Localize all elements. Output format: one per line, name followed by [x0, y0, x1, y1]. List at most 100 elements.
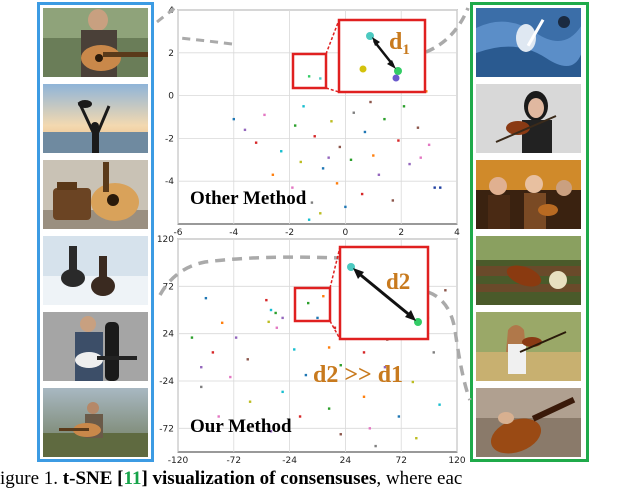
zoom-line-bot-2: [329, 320, 341, 340]
other-point-17: [372, 154, 375, 157]
our-point-40: [307, 301, 310, 305]
our-point-17: [293, 348, 296, 351]
caption-reference-link[interactable]: 11: [123, 468, 142, 489]
our-ytick-label: -72: [159, 424, 174, 434]
right-image-1: [476, 8, 581, 77]
left-image-6: [43, 388, 148, 457]
guitar-player-icon: [43, 8, 148, 77]
left-image-5: [43, 312, 148, 381]
d2-arrow: [356, 270, 413, 319]
other-point-43: [419, 156, 422, 159]
our-point-29: [362, 395, 366, 398]
other-point-37: [344, 205, 347, 209]
caption-bold-1: t-SNE [: [62, 468, 124, 489]
our-ytick-label: 120: [157, 235, 174, 245]
our-xtick-label: -72: [226, 456, 241, 466]
other-xtick-label: -6: [174, 228, 183, 238]
other-point-21: [416, 126, 420, 129]
our-point-8: [204, 296, 208, 300]
left-image-1: [43, 8, 148, 77]
our-point-14: [229, 375, 232, 379]
connector-top-left: [179, 36, 233, 46]
left-image-column: [37, 2, 154, 462]
other-point-30: [360, 192, 364, 196]
other-point-19: [397, 139, 400, 142]
other-point-27: [321, 167, 325, 170]
other-point-33: [291, 186, 294, 189]
our-point-26: [411, 380, 415, 384]
other-point-7: [232, 117, 235, 121]
connector-bottom-left: [158, 255, 341, 296]
our-point-36: [415, 436, 418, 440]
caption-bold-2: ] visualization of consensuses: [141, 468, 377, 489]
other-point-11: [302, 105, 305, 108]
other-point-10: [293, 124, 297, 127]
other-point-39: [402, 105, 406, 108]
other-ytick-label: -4: [165, 177, 174, 187]
caption-prefix: igure 1.: [0, 468, 59, 489]
our-xtick-label: 72: [395, 456, 406, 466]
our-point-28: [397, 415, 401, 418]
our-point-9: [220, 321, 224, 325]
other-xtick-label: -4: [229, 228, 238, 238]
our-point-38: [316, 316, 319, 320]
our-xtick-label: -24: [282, 456, 297, 466]
our-point-16: [248, 400, 252, 403]
other-point-32: [391, 199, 395, 202]
right-image-2: [476, 84, 581, 153]
caption-suffix: , where eac: [376, 468, 463, 489]
other-point-41: [327, 156, 330, 159]
d1-arrowhead-b: [387, 60, 396, 69]
our-point-22: [383, 365, 387, 369]
guitar-bag-icon: [43, 160, 148, 229]
our-method-zoom-source: [293, 286, 332, 323]
our-point-39: [322, 294, 325, 298]
other-point-12: [313, 135, 316, 138]
other-point-42: [369, 100, 372, 104]
other-point-31: [377, 173, 381, 176]
other-point-22: [427, 143, 431, 147]
our-point-37: [281, 390, 284, 394]
d1-arrow: [373, 40, 394, 66]
right-image-4: [476, 236, 581, 305]
our-xtick-label: -120: [168, 456, 189, 466]
other-method-zoom-box: [337, 18, 427, 94]
other-point-29: [349, 158, 353, 161]
our-point-35: [374, 444, 377, 448]
other-point-23: [433, 186, 436, 189]
zoom2-point-green: [414, 318, 422, 326]
other-point-8: [243, 128, 247, 132]
left-image-3: [43, 160, 148, 229]
our-point-21: [362, 351, 366, 354]
our-point-30: [327, 407, 331, 410]
our-point-41: [333, 326, 337, 329]
other-method-label: Other Method: [190, 188, 307, 209]
violin-on-bench-icon: [476, 236, 581, 305]
zoom-line-bot-1: [329, 246, 341, 289]
our-xtick-label: 24: [340, 456, 352, 466]
our-point-5: [275, 326, 279, 329]
other-xtick-label: 0: [343, 228, 349, 238]
our-point-19: [327, 346, 331, 349]
our-point-33: [339, 433, 342, 436]
our-point-43: [444, 289, 447, 292]
other-point-40: [254, 141, 258, 144]
our-point-44: [217, 415, 220, 418]
other-point-36: [307, 218, 311, 221]
our-ytick-label: -24: [159, 377, 174, 387]
other-point-25: [280, 150, 283, 153]
our-ytick-label: 72: [163, 282, 174, 292]
our-point-2: [265, 298, 268, 302]
our-point-20: [339, 364, 342, 367]
other-point-13: [330, 120, 333, 123]
right-image-column: [470, 2, 589, 462]
other-ytick-label: -2: [165, 134, 174, 144]
our-point-32: [269, 430, 273, 433]
other-xtick-label: -2: [285, 228, 294, 238]
other-point-4: [319, 77, 322, 80]
left-image-2: [43, 84, 148, 153]
zoom-point-yellow: [359, 65, 367, 73]
other-xtick-label: 2: [398, 228, 404, 238]
